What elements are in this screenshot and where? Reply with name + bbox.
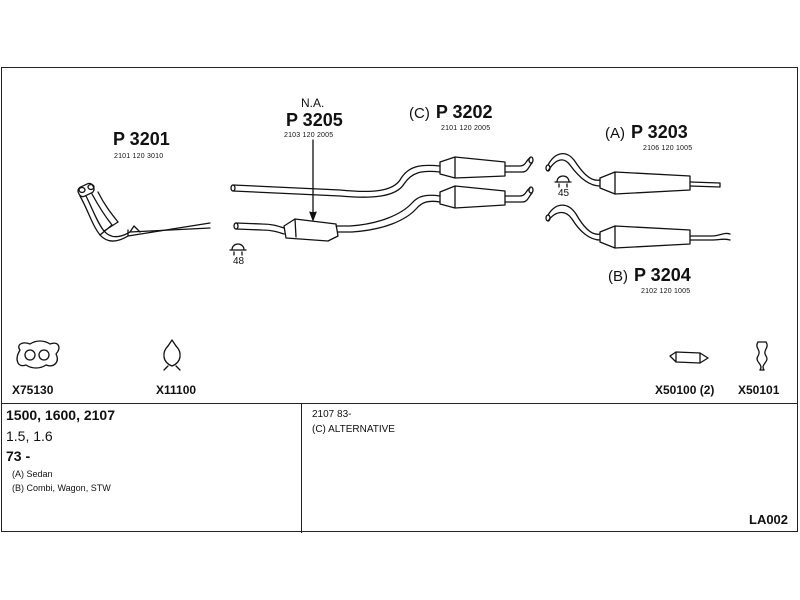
part-label-3204: (B) P 3204 <box>608 265 691 286</box>
part-code-3204: 2102 120 1005 <box>641 288 691 295</box>
accessory-code-rubber: X50101 <box>738 383 780 397</box>
part-prefix-3202: (C) <box>409 105 430 122</box>
displacement: 1.5, 1.6 <box>6 428 53 444</box>
horizontal-divider <box>2 403 797 404</box>
alternative-note: (C) ALTERNATIVE <box>312 424 395 435</box>
part-number-3201: P 3201 <box>113 129 170 149</box>
pointer-arrow <box>309 211 317 221</box>
part-prefix-3204: (B) <box>608 268 628 285</box>
front-pipe-3201[interactable] <box>77 182 211 242</box>
part-code-3203: 2106 120 1005 <box>643 145 693 152</box>
part-prefix-3203: (A) <box>605 125 625 142</box>
clamp-number-45: 45 <box>558 188 570 199</box>
clamp-number-48: 48 <box>233 256 245 267</box>
variant-b: (B) Combi, Wagon, STW <box>12 483 111 493</box>
part-code-3202: 2101 120 2005 <box>441 125 491 132</box>
upper-pipe-3202[interactable] <box>230 156 534 198</box>
part-code-3205: 2103 120 2005 <box>284 132 334 139</box>
diagram-frame <box>1 67 798 533</box>
rubber-mount-icon[interactable] <box>756 341 768 371</box>
variant-a: (A) Sedan <box>12 469 53 479</box>
rear-silencer-3203[interactable] <box>545 153 721 195</box>
part-note-3205: N.A. <box>301 96 325 110</box>
part-number-3205: P 3205 <box>286 110 343 130</box>
part-code-3201: 2101 120 3010 <box>114 153 164 160</box>
accessory-code-gasket: X75130 <box>12 383 54 397</box>
vertical-divider <box>301 403 302 533</box>
part-number-3203: P 3203 <box>631 122 688 142</box>
diagram-code: LA002 <box>749 512 789 527</box>
model-year: 2107 83- <box>312 409 352 420</box>
clamp-48-icon[interactable] <box>229 243 247 256</box>
part-label-3202: (C) P 3202 <box>409 102 493 123</box>
rear-silencer-3204[interactable] <box>545 204 731 249</box>
accessory-code-hanger: X11100 <box>156 383 197 397</box>
pipe-clamp-icon[interactable] <box>669 351 709 364</box>
engine-list: 1500, 1600, 2107 <box>6 407 115 423</box>
part-number-3202: P 3202 <box>435 102 493 122</box>
part-number-3204: P 3204 <box>634 265 691 285</box>
clamp-45-icon[interactable] <box>554 175 572 188</box>
accessory-code-clamp: X50100 (2) <box>655 383 715 397</box>
production-year: 73 - <box>6 448 31 464</box>
part-label-3203: (A) P 3203 <box>605 122 688 143</box>
hanger-icon[interactable] <box>163 339 181 371</box>
gasket-icon[interactable] <box>16 340 60 369</box>
middle-pipe-3205[interactable] <box>233 185 534 242</box>
